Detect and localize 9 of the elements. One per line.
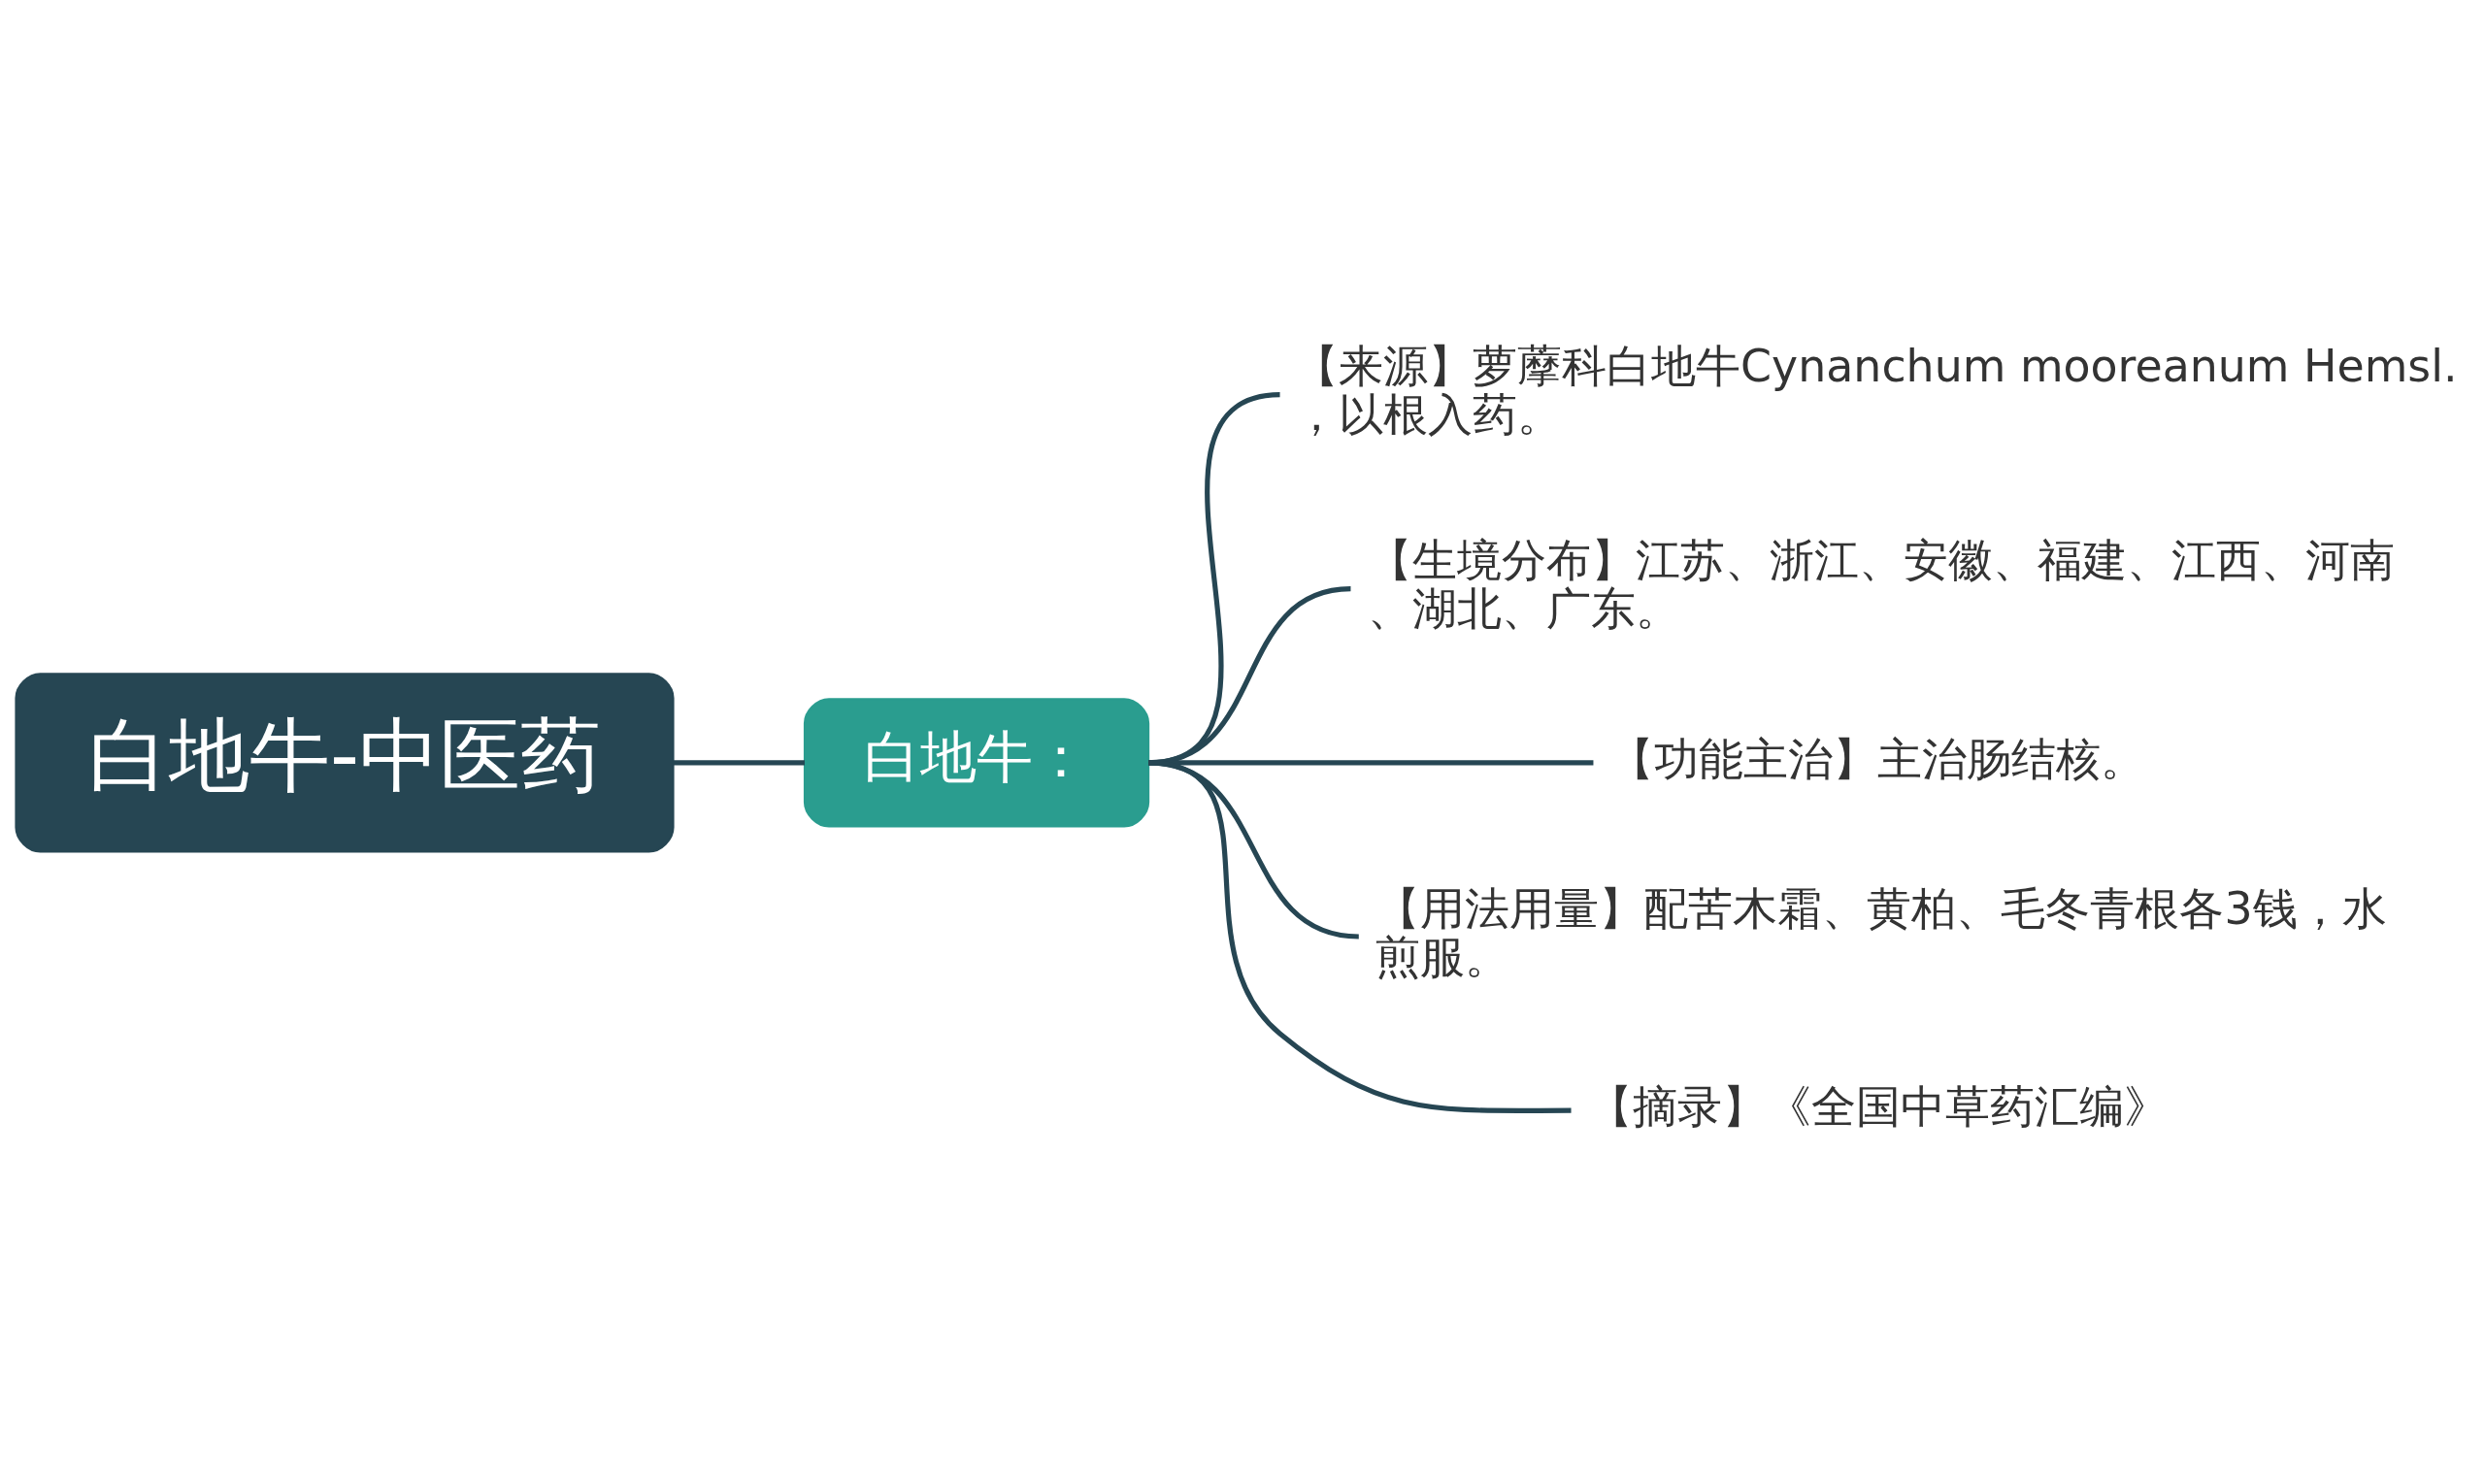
node-text: 【功能主治】主治肠结核。 — [1609, 732, 2146, 784]
node-text: 【摘录】《全国中草药汇编》 — [1588, 1079, 2170, 1133]
node-box: 白地牛： — [803, 697, 1150, 827]
connector — [1147, 759, 1572, 1113]
node-text: 【来源】萝藦科白地牛Cynanchum mooreanum Hemsl.，以根入药。 — [1294, 339, 2458, 441]
node-box: 白地牛-中医药 — [15, 672, 675, 853]
connector — [673, 759, 805, 765]
node-text: 【用法用量】配苦木霜、黄柏、毛冬青根各3钱，水煎服。 — [1375, 881, 2387, 983]
node-text: 【生境分布】江苏、浙江、安徽、福建、江西、河南、湖北、广东。 — [1368, 533, 2396, 635]
